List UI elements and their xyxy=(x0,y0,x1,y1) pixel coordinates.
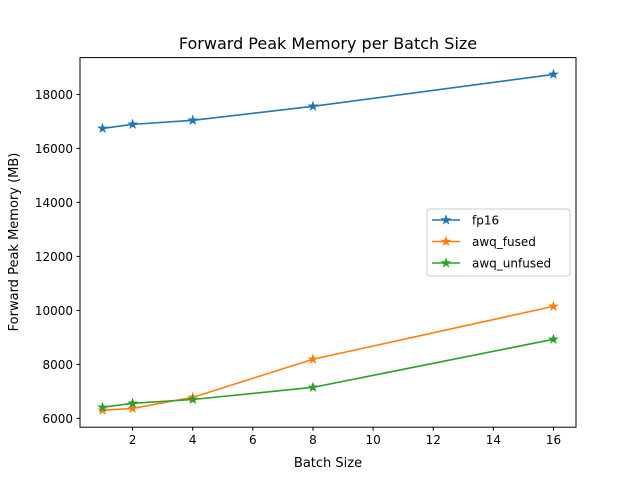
data-point-star xyxy=(548,300,559,311)
y-tick-label: 14000 xyxy=(35,196,73,210)
x-tick-label: 6 xyxy=(249,433,257,447)
plot-area-frame xyxy=(79,57,577,428)
x-tick-label: 4 xyxy=(189,433,197,447)
data-point-star xyxy=(97,122,108,134)
x-tick-label: 16 xyxy=(546,433,561,447)
series-line xyxy=(102,73,554,130)
data-point-star xyxy=(548,333,559,344)
y-tick-label: 8000 xyxy=(42,358,73,372)
y-tick-label: 18000 xyxy=(35,88,73,102)
x-tick-label: 10 xyxy=(365,433,380,447)
data-point-star xyxy=(187,114,199,125)
data-point-star xyxy=(127,402,139,414)
x-tick-label: 14 xyxy=(486,433,501,447)
data-point-star xyxy=(307,100,319,111)
legend-label: awq_fused xyxy=(472,235,536,249)
legend-entry: awq_fused xyxy=(432,235,536,249)
data-point-star xyxy=(307,381,319,392)
series-awq_fused xyxy=(97,300,559,415)
series-line xyxy=(102,305,554,412)
legend-star-icon xyxy=(440,257,452,268)
y-tick-label: 16000 xyxy=(35,142,73,156)
data-point-star xyxy=(127,397,139,408)
data-point-star xyxy=(187,393,199,405)
chart-title: Forward Peak Memory per Batch Size xyxy=(179,34,477,53)
x-tick-label: 8 xyxy=(309,433,317,447)
legend-label: fp16 xyxy=(472,214,499,228)
data-point-star xyxy=(97,401,108,412)
legend: fp16 awq_fused awq_unfused xyxy=(426,208,571,277)
x-tick-label: 12 xyxy=(426,433,441,447)
x-axis-label: Batch Size xyxy=(294,456,362,471)
legend-box xyxy=(426,208,571,277)
x-tick-label: 2 xyxy=(129,433,137,447)
series-line xyxy=(102,338,554,409)
series-awq_unfused xyxy=(97,333,559,412)
legend-star-icon xyxy=(440,214,452,225)
y-tick-label: 10000 xyxy=(35,304,73,318)
legend-label: awq_unfused xyxy=(472,257,551,271)
legend-entry: fp16 xyxy=(432,214,499,228)
data-point-star xyxy=(127,118,139,129)
data-point-star xyxy=(97,404,108,415)
data-point-star xyxy=(307,353,319,364)
y-tick-label: 6000 xyxy=(42,412,73,426)
legend-star-icon xyxy=(440,235,452,247)
series-fp16 xyxy=(97,68,559,134)
legend-entry: awq_unfused xyxy=(432,257,551,271)
y-tick-label: 12000 xyxy=(35,250,73,264)
data-point-star xyxy=(548,68,559,80)
y-axis-label: Forward Peak Memory (MB) xyxy=(7,153,22,332)
